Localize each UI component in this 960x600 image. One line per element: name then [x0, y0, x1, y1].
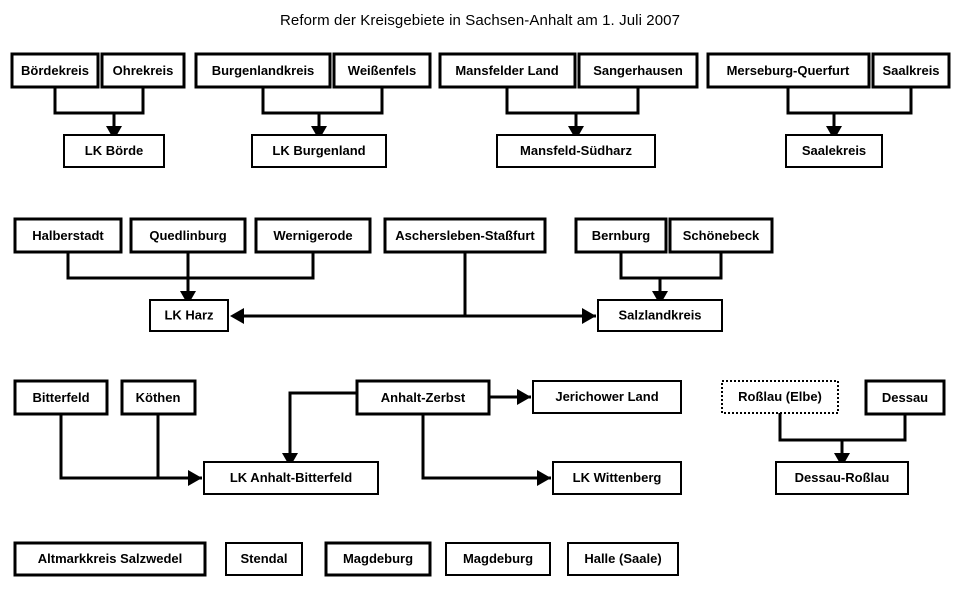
node-label: Merseburg-Querfurt: [727, 63, 850, 78]
group-saalekreis: Merseburg-Querfurt Saalkreis Saalekreis: [706, 52, 951, 168]
node-salzlandkreis[interactable]: Salzlandkreis: [597, 299, 723, 332]
node-label: Bitterfeld: [32, 390, 89, 405]
node-label: Saalekreis: [802, 143, 866, 158]
node-label: Roßlau (Elbe): [738, 389, 822, 404]
node-label: Bernburg: [592, 228, 651, 243]
node-aschersleben-stassfurt[interactable]: Aschersleben-Staßfurt: [383, 217, 547, 254]
node-schoenebeck[interactable]: Schönebeck: [668, 217, 774, 254]
node-label: Aschersleben-Staßfurt: [395, 228, 535, 243]
node-koethen[interactable]: Köthen: [120, 379, 197, 416]
connector-harz-merge: [66, 252, 315, 305]
node-stendal[interactable]: Stendal: [225, 542, 303, 576]
node-label: LK Harz: [164, 307, 214, 322]
node-mansfeld-suedharz[interactable]: Mansfeld-Südharz: [496, 134, 656, 168]
page-title: Reform der Kreisgebiete in Sachsen-Anhal…: [279, 12, 681, 29]
node-bernburg[interactable]: Bernburg: [574, 217, 668, 254]
node-label: Burgenlandkreis: [212, 63, 315, 78]
group-dessau: Roßlau (Elbe) Dessau Dessau-Roßlau: [721, 379, 946, 495]
node-sangerhausen[interactable]: Sangerhausen: [577, 52, 699, 89]
node-mansfelder-land[interactable]: Mansfelder Land: [438, 52, 577, 89]
connector-mansfeld-merge: [505, 87, 640, 140]
node-magdeburg-stadt[interactable]: Magdeburg: [445, 542, 551, 576]
connector-dessau-merge: [778, 413, 907, 467]
node-label: Magdeburg: [463, 551, 533, 566]
node-label: LK Wittenberg: [573, 470, 662, 485]
node-magdeburg-kreis[interactable]: Magdeburg: [324, 541, 432, 577]
node-lk-burgenland[interactable]: LK Burgenland: [251, 134, 387, 168]
node-lk-wittenberg[interactable]: LK Wittenberg: [552, 461, 682, 495]
node-lk-harz[interactable]: LK Harz: [149, 299, 229, 332]
node-label: Köthen: [136, 390, 181, 405]
connector-burgenland-merge: [261, 87, 384, 140]
node-weissenfels[interactable]: Weißenfels: [332, 52, 432, 89]
node-label: Saalkreis: [882, 63, 939, 78]
node-altmarkkreis-salzwedel[interactable]: Altmarkkreis Salzwedel: [13, 541, 207, 577]
group-harz-salzland: Halberstadt Quedlinburg Wernigerode Asch…: [13, 217, 774, 332]
group-boerde: Bördekreis Ohrekreis LK Börde: [10, 52, 186, 168]
connector-zerbst-wittenberg: [421, 414, 551, 486]
node-label: Halle (Saale): [584, 551, 661, 566]
node-label: Ohrekreis: [113, 63, 174, 78]
node-anhalt-zerbst[interactable]: Anhalt-Zerbst: [355, 379, 491, 416]
node-saalekreis-result[interactable]: Saalekreis: [785, 134, 883, 168]
connector-zerbst-jerichow: [489, 389, 531, 405]
node-label: Salzlandkreis: [618, 307, 701, 322]
node-label: Bördekreis: [21, 63, 89, 78]
node-label: Anhalt-Zerbst: [381, 390, 466, 405]
node-rosslau-elbe[interactable]: Roßlau (Elbe): [721, 380, 839, 414]
node-bitterfeld[interactable]: Bitterfeld: [13, 379, 109, 416]
node-label: Weißenfels: [348, 63, 416, 78]
group-burgenland: Burgenlandkreis Weißenfels LK Burgenland: [194, 52, 432, 168]
node-merseburg-querfurt[interactable]: Merseburg-Querfurt: [706, 52, 871, 89]
node-label: Jerichower Land: [555, 389, 658, 404]
node-label: Quedlinburg: [149, 228, 226, 243]
node-halberstadt[interactable]: Halberstadt: [13, 217, 123, 254]
node-jerichower-land[interactable]: Jerichower Land: [532, 380, 682, 414]
connector-zerbst-anhalt: [282, 391, 357, 467]
node-ohrekreis[interactable]: Ohrekreis: [100, 52, 186, 89]
node-label: Mansfelder Land: [455, 63, 558, 78]
connector-salzland-merge: [619, 252, 723, 305]
node-label: Stendal: [241, 551, 288, 566]
node-halle-saale[interactable]: Halle (Saale): [567, 542, 679, 576]
node-label: Sangerhausen: [593, 63, 683, 78]
node-label: Wernigerode: [273, 228, 352, 243]
node-quedlinburg[interactable]: Quedlinburg: [129, 217, 247, 254]
connector-bitterfeld-merge: [59, 414, 202, 486]
connector-aschersleben-split: [230, 252, 596, 324]
node-label: LK Börde: [85, 143, 144, 158]
node-label: LK Anhalt-Bitterfeld: [230, 470, 352, 485]
node-boerdekreis[interactable]: Bördekreis: [10, 52, 100, 89]
group-anhalt: Bitterfeld Köthen Anhalt-Zerbst Jerichow…: [13, 379, 682, 495]
node-label: Dessau: [882, 390, 928, 405]
node-wernigerode[interactable]: Wernigerode: [254, 217, 372, 254]
node-lk-boerde[interactable]: LK Börde: [63, 134, 165, 168]
node-lk-anhalt-bitterfeld[interactable]: LK Anhalt-Bitterfeld: [203, 461, 379, 495]
node-label: Schönebeck: [683, 228, 760, 243]
node-burgenlandkreis[interactable]: Burgenlandkreis: [194, 52, 332, 89]
group-mansfeld: Mansfelder Land Sangerhausen Mansfeld-Sü…: [438, 52, 699, 168]
node-label: LK Burgenland: [272, 143, 365, 158]
connector-boerde-merge: [53, 87, 145, 140]
node-label: Altmarkkreis Salzwedel: [38, 551, 183, 566]
node-label: Magdeburg: [343, 551, 413, 566]
node-dessau-rosslau[interactable]: Dessau-Roßlau: [775, 461, 909, 495]
node-dessau[interactable]: Dessau: [864, 379, 946, 416]
connector-saalekreis-merge: [786, 87, 913, 140]
node-label: Dessau-Roßlau: [795, 470, 890, 485]
node-label: Halberstadt: [32, 228, 104, 243]
node-saalkreis[interactable]: Saalkreis: [871, 52, 951, 89]
group-unchanged: Altmarkkreis Salzwedel Stendal Magdeburg…: [13, 541, 679, 577]
node-label: Mansfeld-Südharz: [520, 143, 632, 158]
